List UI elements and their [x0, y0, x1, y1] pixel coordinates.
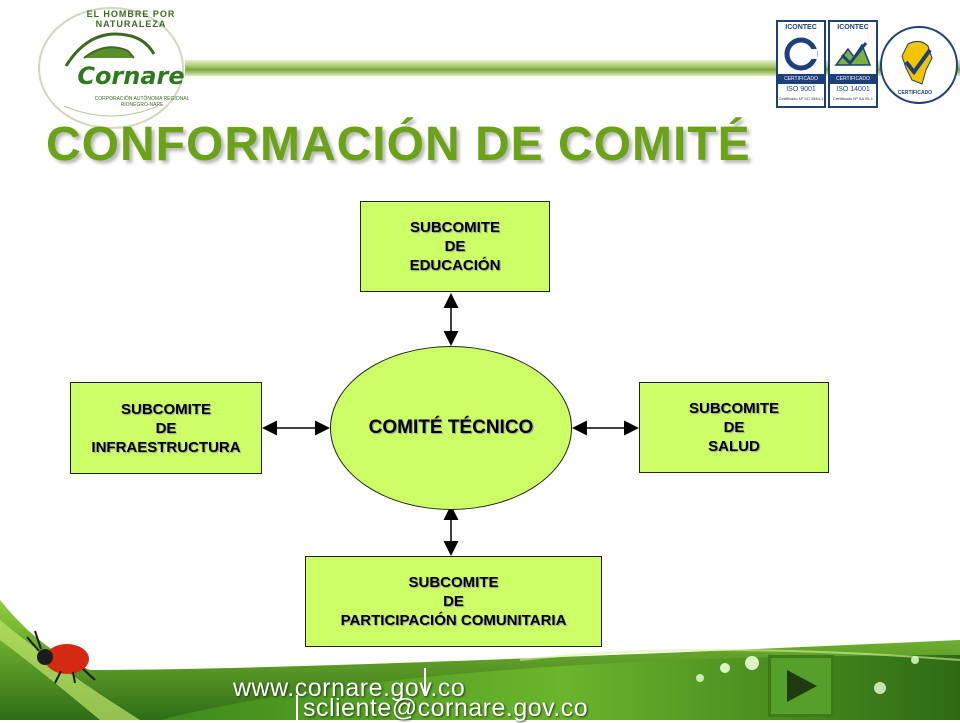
subcommittee-community-participation: SUBCOMITE DE PARTICIPACIÓN COMUNITARIA	[305, 556, 602, 647]
footer-divider	[424, 668, 426, 696]
cert-number: Certificado Nº SA 05-1	[833, 96, 873, 101]
box-line: DE	[444, 238, 466, 255]
box-line: SUBCOMITE	[410, 219, 500, 236]
next-slide-button[interactable]	[768, 655, 834, 717]
cert-standard: ISO 14001	[836, 86, 870, 93]
box-line: SUBCOMITE	[689, 400, 779, 417]
box-line: INFRAESTRUCTURA	[91, 438, 241, 456]
box-line: PARTICIPACIÓN COMUNITARIA	[340, 612, 567, 629]
box-line: DE	[443, 593, 464, 610]
header-band	[185, 60, 960, 76]
certification-badge-iso-14001: ICONTEC CERTIFICADO ISO 14001 Certificad…	[828, 20, 878, 108]
logo-emblem-icon	[38, 7, 184, 129]
subcommittee-health: SUBCOMITE DE SALUD	[639, 382, 829, 473]
subcommittee-education: SUBCOMITE DE EDUCACIÓN	[360, 201, 550, 292]
icontec-environment-logo-icon	[830, 34, 876, 74]
box-line: SUBCOMITE	[408, 574, 499, 591]
grass-decoration	[0, 600, 960, 720]
red-beetle-icon	[26, 630, 96, 684]
footer-divider	[296, 695, 298, 720]
logo-motto: EL HOMBRE POR NATURALEZA	[86, 9, 176, 29]
cert-number: Certificado Nº SC 1544-1	[778, 96, 824, 101]
icontec-logo-icon	[778, 34, 824, 74]
logo-subtitle: CORPORACIÓN AUTÓNOMA REGIONAL RIONEGRO-N…	[94, 96, 190, 108]
colombia-quality-seal-icon	[880, 26, 958, 104]
cert-brand: ICONTEC	[778, 22, 824, 34]
box-line: EDUCACIÓN	[409, 257, 501, 274]
play-next-icon	[787, 670, 817, 702]
cert-band: CERTIFICADO	[830, 74, 876, 84]
footer-website: www.cornare.gov.co	[233, 674, 466, 702]
technical-committee-label: COMITÉ TÉCNICO	[368, 417, 534, 438]
cert-brand: ICONTEC	[830, 22, 876, 34]
cert-standard: ISO 9001	[786, 86, 816, 93]
page-title: CONFORMACIÓN DE COMITÉ	[46, 118, 751, 171]
cert-band: CERTIFICADO	[778, 74, 824, 84]
technical-committee: COMITÉ TÉCNICO	[330, 346, 572, 510]
subcommittee-infrastructure: SUBCOMITE DE INFRAESTRUCTURA	[70, 382, 262, 474]
cornare-logo: EL HOMBRE POR NATURALEZA Cornare CORPORA…	[36, 6, 189, 132]
seal-label: CERTIFICADO	[897, 90, 933, 96]
box-line: DE	[155, 419, 177, 437]
box-line: SALUD	[708, 438, 760, 455]
logo-name: Cornare	[77, 62, 185, 90]
certification-badge-iso-9001: ICONTEC CERTIFICADO ISO 9001 Certificado…	[776, 20, 826, 108]
box-line: SUBCOMITE	[121, 400, 211, 418]
box-line: DE	[723, 419, 745, 436]
footer-email: scliente@cornare.gov.co	[303, 694, 589, 722]
